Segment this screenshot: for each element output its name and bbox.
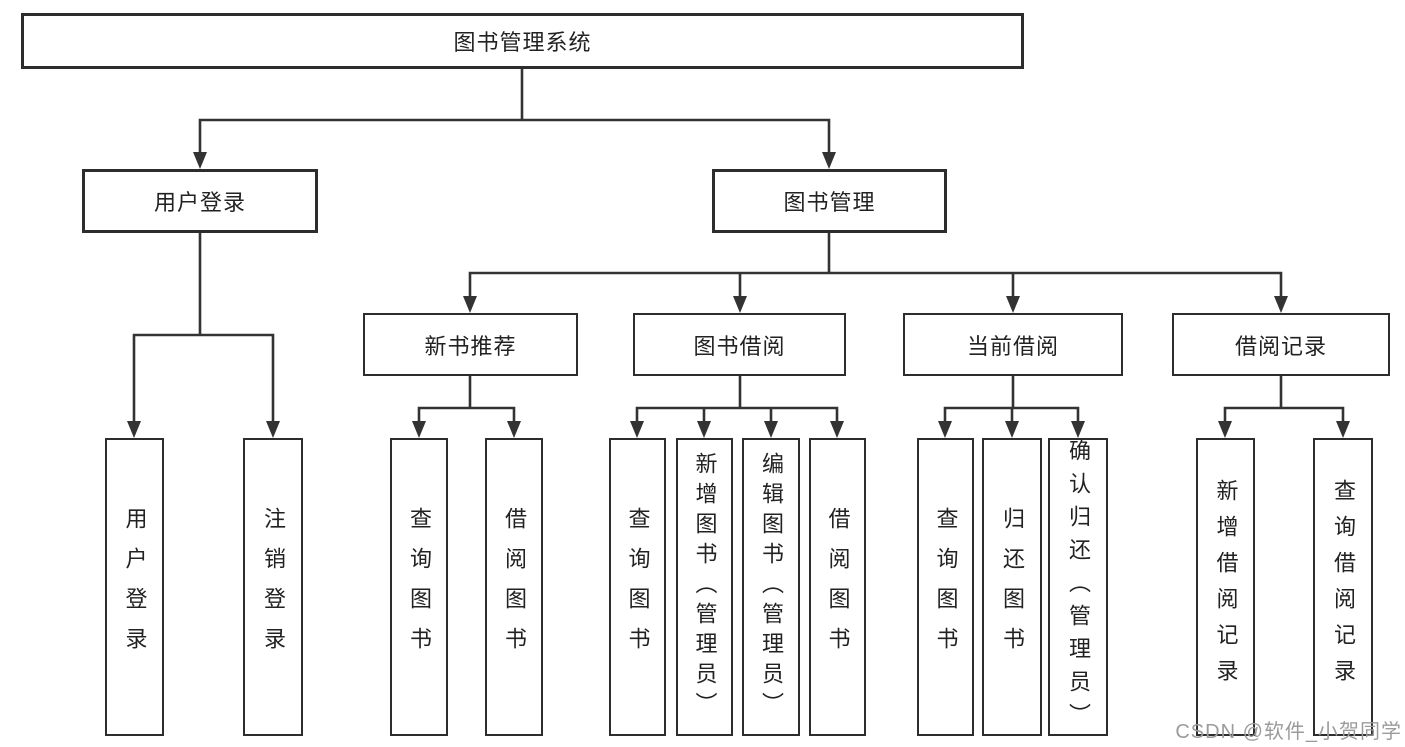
node-label: 图书借阅 — [693, 333, 786, 359]
leaf-query-books-borrowing: 查询图书 — [609, 438, 666, 736]
node-current-borrowing: 当前借阅 — [903, 313, 1123, 376]
arrowhead-icon — [697, 421, 711, 438]
node-label: 编辑图书（管理员） — [759, 452, 784, 722]
node-label: 查询图书 — [407, 507, 432, 667]
arrowhead-icon — [1336, 421, 1350, 438]
arrowhead-icon — [507, 421, 521, 438]
arrowhead-icon — [733, 296, 747, 313]
node-label: 图书管理 — [783, 190, 876, 215]
arrowhead-icon — [830, 421, 844, 438]
leaf-borrow-books-borrowing: 借阅图书 — [809, 438, 866, 736]
node-label: 查询图书 — [625, 507, 651, 667]
tree-edges — [132, 67, 1345, 429]
leaf-borrow-books-recommend: 借阅图书 — [485, 438, 543, 736]
node-library-management-system: 图书管理系统 — [21, 13, 1024, 69]
node-label: 查询借阅记录 — [1331, 479, 1356, 695]
arrowhead-icon — [193, 152, 207, 169]
node-label: 借阅记录 — [1234, 333, 1327, 359]
node-new-book-recommend: 新书推荐 — [363, 313, 578, 376]
leaf-add-borrow-record: 新增借阅记录 — [1196, 438, 1255, 736]
arrowhead-icon — [463, 296, 477, 313]
arrowhead-icon — [1005, 421, 1019, 438]
leaf-add-books-admin: 新增图书（管理员） — [676, 438, 733, 736]
leaf-query-books-current: 查询图书 — [917, 438, 974, 736]
node-label: 用户登录 — [153, 190, 246, 215]
node-borrowing-records: 借阅记录 — [1172, 313, 1390, 376]
node-label: 注销登录 — [261, 507, 286, 667]
node-label: 查询图书 — [933, 507, 959, 667]
leaf-query-borrow-record: 查询借阅记录 — [1313, 438, 1373, 736]
leaf-confirm-return-admin: 确认归还（管理员） — [1048, 438, 1108, 736]
leaf-edit-books-admin: 编辑图书（管理员） — [742, 438, 800, 736]
arrowhead-icon — [1274, 296, 1288, 313]
arrowhead-icon — [764, 421, 778, 438]
node-label: 新书推荐 — [424, 333, 517, 359]
node-label: 确认归还（管理员） — [1066, 438, 1091, 736]
node-book-borrowing: 图书借阅 — [633, 313, 846, 376]
arrowhead-icon — [127, 421, 141, 438]
arrowhead-icon — [938, 421, 952, 438]
leaf-query-books-recommend: 查询图书 — [390, 438, 448, 736]
watermark-csdn: CSDN @软件_小贺同学 — [1175, 721, 1402, 743]
leaf-logout-login: 注销登录 — [243, 438, 303, 736]
arrowhead-icon — [1218, 421, 1232, 438]
arrowhead-icon — [822, 152, 836, 169]
node-label: 借阅图书 — [825, 507, 851, 667]
node-label: 归还图书 — [1000, 507, 1025, 667]
node-label: 新增借阅记录 — [1213, 479, 1239, 695]
arrowhead-icon — [630, 421, 644, 438]
arrowhead-icon — [412, 421, 426, 438]
arrowhead-icon — [1071, 421, 1085, 438]
node-label: 用户登录 — [122, 507, 148, 667]
node-label: 图书管理系统 — [453, 30, 592, 55]
node-user-login: 用户登录 — [82, 169, 318, 233]
node-label: 当前借阅 — [966, 333, 1059, 359]
node-book-management: 图书管理 — [712, 169, 947, 233]
node-label: 借阅图书 — [502, 507, 527, 667]
arrowhead-icon — [1006, 296, 1020, 313]
arrowhead-icon — [266, 421, 280, 438]
leaf-user-login: 用户登录 — [105, 438, 164, 736]
node-label: 新增图书（管理员） — [692, 452, 718, 722]
leaf-return-books: 归还图书 — [982, 438, 1042, 736]
